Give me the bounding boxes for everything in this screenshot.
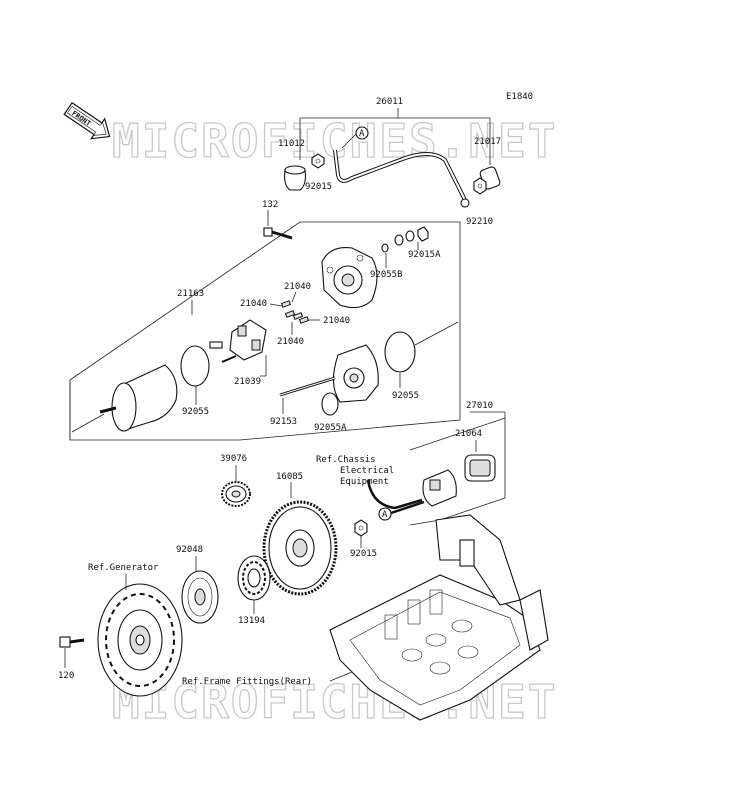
starter-front-cover	[332, 344, 379, 403]
label-21040-d: 21040	[277, 337, 304, 347]
bolt-132	[263, 227, 293, 240]
starter-cable-group	[284, 108, 501, 208]
starter-rear-cover	[321, 247, 378, 309]
label-16085: 16085	[276, 472, 303, 482]
label-92055A: 92055A	[314, 423, 347, 433]
starter-motor-body	[71, 364, 178, 433]
brush-holder	[209, 319, 267, 363]
idler-gear-39076	[221, 481, 251, 507]
label-132: 132	[262, 200, 278, 210]
label-92015A: 92015A	[408, 250, 441, 260]
label-21064: 21064	[455, 429, 482, 439]
label-21040-c: 21040	[323, 316, 350, 326]
label-92055-left: 92055	[182, 407, 209, 417]
label-21017: 21017	[474, 137, 501, 147]
relay-group-frame	[409, 411, 506, 526]
label-13194: 13194	[238, 616, 265, 626]
label-21040-a: 21040	[284, 282, 311, 292]
label-26011: 26011	[376, 97, 403, 107]
generator-rotor	[97, 583, 183, 697]
brush-springs	[280, 300, 310, 324]
label-92055-right: 92055	[392, 391, 419, 401]
label-11012: 11012	[278, 139, 305, 149]
callout-a-lower	[378, 507, 392, 521]
starter-clutch-gear-16085	[262, 500, 338, 596]
bearing-plate-92048	[181, 570, 219, 624]
starter-relay	[422, 454, 496, 507]
label-21163: 21163	[177, 289, 204, 299]
callout-a-lower-label: A	[382, 510, 388, 520]
o-ring-right	[384, 331, 416, 373]
ref-chassis-line3: Equipment	[340, 477, 389, 487]
callout-a-upper-label: A	[359, 129, 365, 139]
callout-a-upper	[355, 126, 369, 140]
label-92153: 92153	[270, 417, 297, 427]
ref-generator: Ref.Generator	[88, 563, 159, 573]
label-21040-b: 21040	[240, 299, 267, 309]
label-21039: 21039	[234, 377, 261, 387]
rotor-bolt-120	[59, 636, 85, 648]
frame-fittings-rear	[329, 514, 549, 721]
watermark-top: MICROFICHES.NET	[112, 114, 557, 168]
label-92210: 92210	[466, 217, 493, 227]
label-92055B: 92055B	[370, 270, 403, 280]
front-arrow-icon: FRONT	[63, 101, 111, 140]
label-39076: 39076	[220, 454, 247, 464]
one-way-clutch-13194	[237, 555, 271, 601]
label-92015-bottom: 92015	[350, 549, 377, 559]
label-92015-top: 92015	[305, 182, 332, 192]
o-ring-92055A	[321, 392, 339, 416]
ref-chassis-line2: Electrical	[340, 466, 394, 476]
label-92048: 92048	[176, 545, 203, 555]
ref-chassis-line1: Ref.Chassis	[316, 455, 376, 465]
figure-code: E1840	[506, 92, 533, 102]
ref-frame-fittings: Ref.Frame Fittings(Rear)	[182, 677, 312, 687]
label-120: 120	[58, 671, 74, 681]
starter-motor-assembly-frame	[69, 221, 461, 441]
o-ring-left	[180, 345, 210, 387]
label-27010: 27010	[466, 401, 493, 411]
